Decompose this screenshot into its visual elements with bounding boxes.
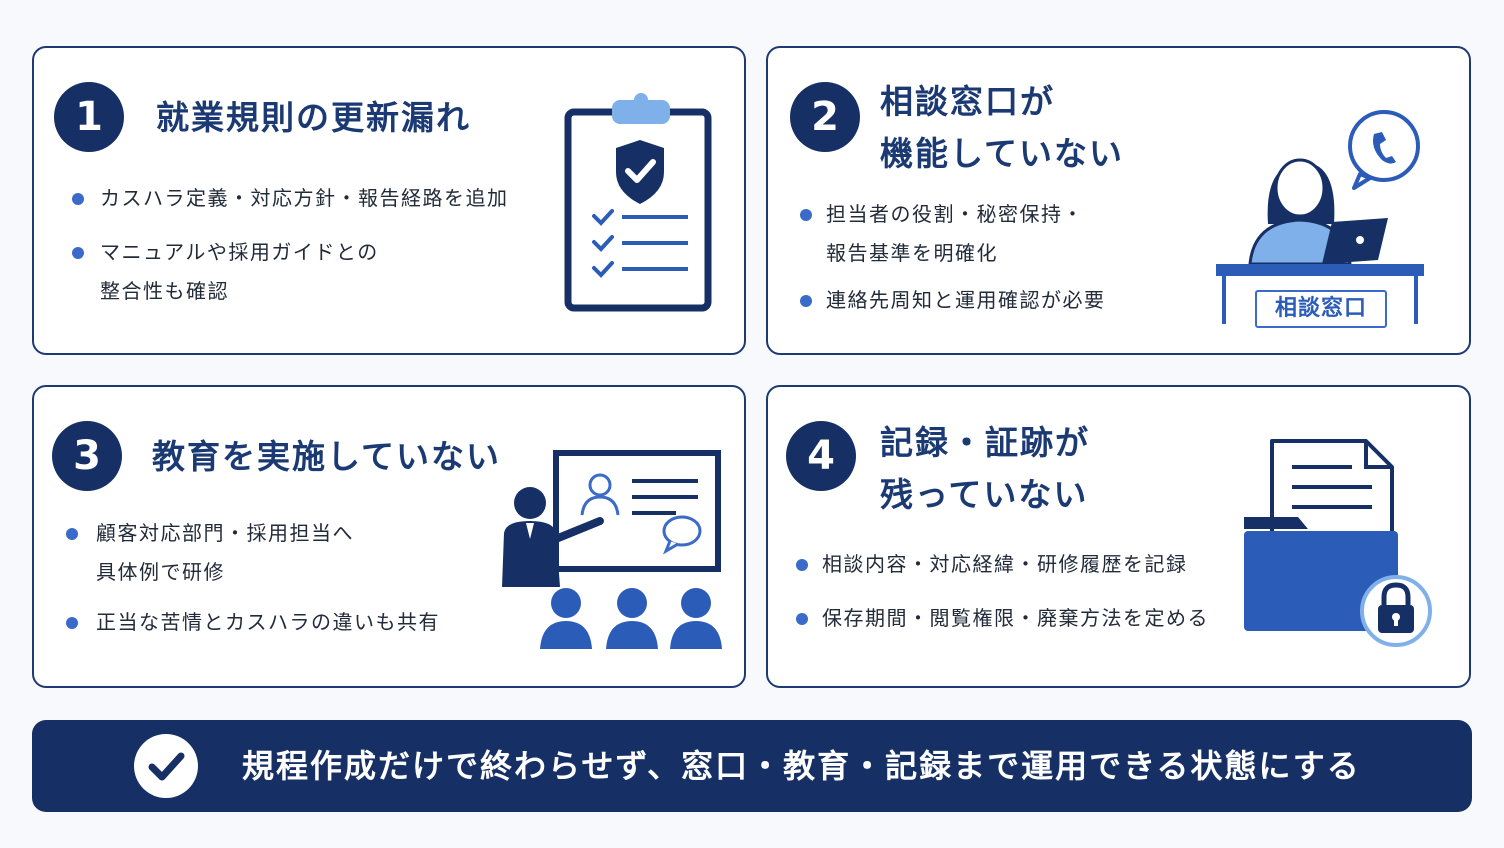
card-4-bullet-2: 保存期間・閲覧権限・廃棄方法を定める	[822, 606, 1209, 630]
card-4-number: 4	[786, 421, 856, 491]
card-1-bullet-2: マニュアルや採用ガイドとの 整合性も確認	[100, 240, 379, 303]
bullet-dot	[72, 193, 84, 205]
bullet-dot	[796, 559, 808, 571]
presentation-training-icon	[502, 450, 722, 649]
consultation-desk-sign: 相談窓口	[1255, 290, 1387, 328]
bullet-dot	[66, 528, 78, 540]
card-3-title: 教育を実施していない	[152, 437, 502, 476]
card-2-title: 相談窓口が 機能していない	[880, 82, 1125, 173]
card-4-bullet-1: 相談内容・対応経緯・研修履歴を記録	[822, 552, 1188, 576]
bullet-dot	[72, 247, 84, 259]
card-4-title: 記録・証跡が 残っていない	[880, 423, 1090, 514]
card-3: 3 教育を実施していない 顧客対応部門・採用担当へ 具体例で研修 正当な苦情とカ…	[32, 385, 746, 688]
card-1-bullet-1: カスハラ定義・対応方針・報告経路を追加	[100, 186, 509, 210]
card-4: 4 記録・証跡が 残っていない 相談内容・対応経緯・研修履歴を記録 保存期間・閲…	[766, 385, 1471, 688]
card-3-bullet-1: 顧客対応部門・採用担当へ 具体例で研修	[96, 521, 354, 584]
card-2-number: 2	[790, 82, 860, 152]
card-1-title: 就業規則の更新漏れ	[156, 98, 471, 137]
card-2: 2 相談窓口が 機能していない 担当者の役割・秘密保持・ 報告基準を明確化 連絡…	[766, 46, 1471, 355]
bullet-dot	[66, 617, 78, 629]
card-1: 1 就業規則の更新漏れ カスハラ定義・対応方針・報告経路を追加 マニュアルや採用…	[32, 46, 746, 355]
card-3-number: 3	[52, 421, 122, 491]
card-2-bullet-2: 連絡先周知と運用確認が必要	[826, 288, 1106, 312]
bullet-dot	[800, 295, 812, 307]
bullet-dot	[796, 613, 808, 625]
bullet-dot	[800, 209, 812, 221]
summary-banner: 規程作成だけで終わらせず、窓口・教育・記録まで運用できる状態にする	[32, 720, 1472, 812]
card-1-number: 1	[54, 82, 124, 152]
card-2-bullet-1: 担当者の役割・秘密保持・ 報告基準を明確化	[826, 202, 1084, 265]
document-folder-lock-icon	[1244, 439, 1432, 647]
card-3-bullet-2: 正当な苦情とカスハラの違いも共有	[96, 610, 440, 634]
summary-banner-text: 規程作成だけで終わらせず、窓口・教育・記録まで運用できる状態にする	[242, 747, 1361, 785]
clipboard-checklist-shield-icon	[564, 93, 712, 312]
check-icon	[134, 734, 198, 798]
consultation-desk-icon	[1216, 110, 1424, 324]
